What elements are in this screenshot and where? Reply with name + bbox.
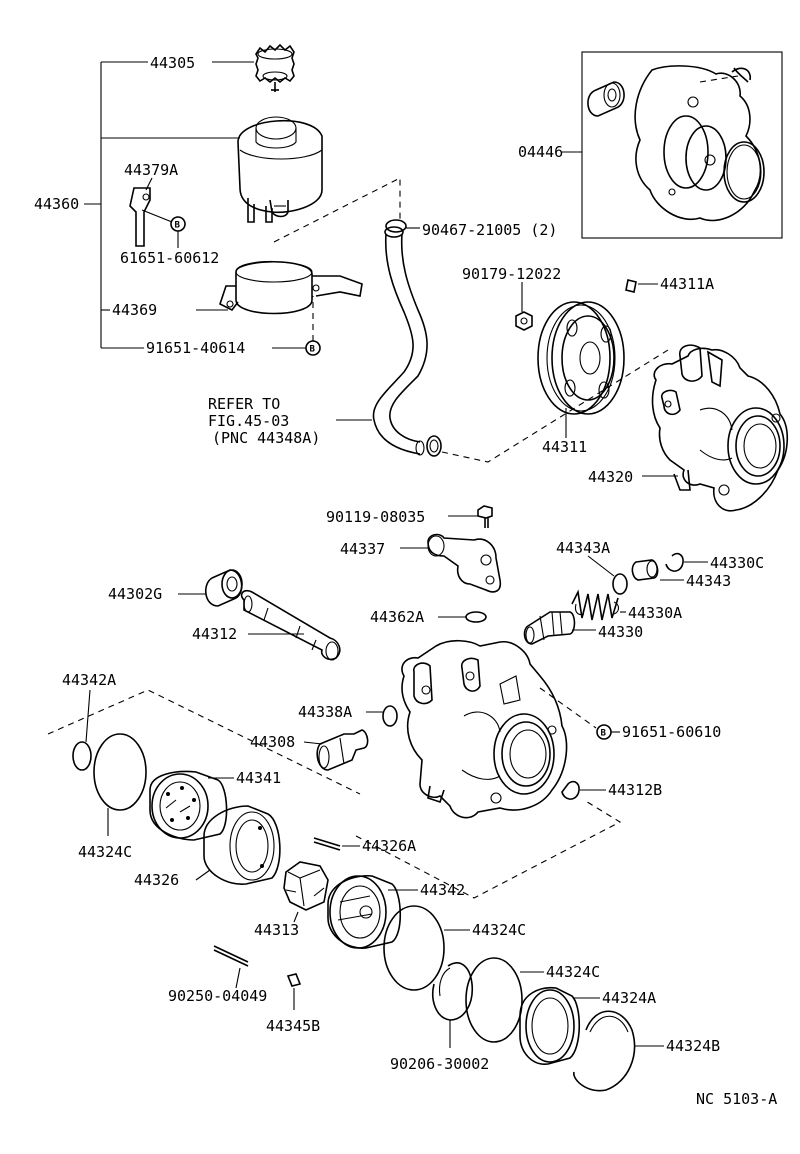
assembly-dashed-outline bbox=[47, 689, 622, 899]
label-44342: 44342 bbox=[420, 881, 465, 899]
label-44343: 44343 bbox=[686, 572, 731, 590]
plug-44343 bbox=[631, 559, 684, 581]
vane-44345B bbox=[286, 973, 302, 1010]
label-44326: 44326 bbox=[134, 871, 179, 889]
reservoir-cap-44305 bbox=[255, 43, 295, 92]
bearing-44302G bbox=[178, 569, 243, 607]
spring-44330A bbox=[571, 589, 626, 621]
cam-ring-44326 bbox=[195, 805, 281, 885]
refer-line-3: (PNC 44348A) bbox=[212, 429, 320, 447]
label-44324C-right: 44324C bbox=[546, 963, 600, 981]
label-91651-60610: 91651-60610 bbox=[622, 723, 721, 741]
svg-text:B: B bbox=[175, 221, 181, 231]
pulley-44311 bbox=[537, 301, 625, 438]
o-ring-44343A bbox=[587, 555, 628, 595]
connection-line-reservoir bbox=[273, 177, 401, 243]
hose-clamp-90467-21005-bottom bbox=[426, 435, 442, 457]
svg-text:B: B bbox=[601, 729, 607, 739]
o-ring-44342A bbox=[72, 689, 92, 771]
snap-ring-44330C bbox=[665, 552, 708, 572]
label-44312: 44312 bbox=[192, 625, 237, 643]
connection-line-housing-bolt bbox=[539, 687, 597, 729]
nut-90179-12022 bbox=[515, 282, 533, 331]
label-44345B: 44345B bbox=[266, 1017, 320, 1035]
hose-clamp-90467-21005-top bbox=[385, 219, 420, 233]
label-44330C: 44330C bbox=[710, 554, 764, 572]
label-44330: 44330 bbox=[598, 623, 643, 641]
label-44312B: 44312B bbox=[608, 781, 662, 799]
bolt-marker-b-1: B bbox=[170, 216, 186, 232]
group-bracket-44360 bbox=[84, 61, 314, 349]
label-44343A: 44343A bbox=[556, 539, 610, 557]
union-44308 bbox=[303, 729, 369, 771]
snap-ring-44324B bbox=[573, 1010, 664, 1092]
label-44362A: 44362A bbox=[370, 608, 424, 626]
o-ring-44362A bbox=[438, 611, 487, 623]
connection-line-hose-pump bbox=[441, 349, 669, 463]
side-plate-44341 bbox=[149, 770, 234, 841]
label-90206-30002: 90206-30002 bbox=[390, 1055, 489, 1073]
label-04446: 04446 bbox=[518, 143, 563, 161]
pump-housing bbox=[401, 639, 568, 819]
label-44311: 44311 bbox=[542, 438, 587, 456]
pin-44326A bbox=[313, 837, 360, 851]
label-44337: 44337 bbox=[340, 540, 385, 558]
label-44324A: 44324A bbox=[602, 989, 656, 1007]
label-90119-08035: 90119-08035 bbox=[326, 508, 425, 526]
o-ring-44324C-left bbox=[93, 733, 147, 836]
label-44320: 44320 bbox=[588, 468, 633, 486]
bolt-90119-08035 bbox=[448, 505, 493, 528]
gasket-kit-box-04446 bbox=[562, 51, 783, 239]
o-ring-44338A bbox=[366, 705, 398, 727]
suction-port-44337 bbox=[400, 533, 502, 593]
label-44360: 44360 bbox=[34, 195, 79, 213]
label-44305: 44305 bbox=[150, 54, 195, 72]
bolt-marker-b-2: B bbox=[305, 340, 321, 356]
label-90467-21005: 90467-21005 (2) bbox=[422, 221, 557, 239]
callout-labels: 44305 44360 44379A 61651-60612 44369 916… bbox=[34, 54, 777, 1108]
o-ring-44324C-right bbox=[465, 957, 544, 1043]
label-44379A: 44379A bbox=[124, 161, 178, 179]
valve-44330 bbox=[523, 611, 596, 645]
label-91651-40614: 91651-40614 bbox=[146, 339, 245, 357]
figure-code: NC 5103-A bbox=[696, 1090, 777, 1108]
refer-line-2: FIG.45-03 bbox=[208, 412, 289, 430]
label-44324C-left: 44324C bbox=[78, 843, 132, 861]
rotor-44313 bbox=[283, 861, 329, 923]
label-44330A: 44330A bbox=[628, 604, 682, 622]
label-44302G: 44302G bbox=[108, 585, 162, 603]
label-44369: 44369 bbox=[112, 301, 157, 319]
label-44324B: 44324B bbox=[666, 1037, 720, 1055]
o-ring-44324C-mid bbox=[383, 905, 470, 991]
label-44342A: 44342A bbox=[62, 671, 116, 689]
snap-ring-44312B bbox=[561, 780, 606, 800]
label-44338A: 44338A bbox=[298, 703, 352, 721]
label-44341: 44341 bbox=[236, 769, 281, 787]
bracket-44379A bbox=[129, 187, 173, 247]
return-hose bbox=[372, 226, 428, 456]
label-44313: 44313 bbox=[254, 921, 299, 939]
clamp-band-44369 bbox=[219, 260, 363, 315]
pump-body-44320 bbox=[642, 344, 789, 512]
label-90179-12022: 90179-12022 bbox=[462, 265, 561, 283]
label-44308: 44308 bbox=[250, 733, 295, 751]
key-44311A bbox=[625, 279, 658, 293]
shaft-44312 bbox=[240, 589, 341, 661]
label-44311A: 44311A bbox=[660, 275, 714, 293]
label-44324C-mid: 44324C bbox=[472, 921, 526, 939]
side-plate-44342 bbox=[327, 874, 418, 949]
pin-90250-04049 bbox=[213, 945, 249, 989]
refer-line-1: REFER TO bbox=[208, 395, 280, 413]
bolt-marker-b-3: B bbox=[596, 724, 620, 740]
label-44326A: 44326A bbox=[362, 837, 416, 855]
reservoir-tank bbox=[237, 116, 323, 223]
svg-text:B: B bbox=[310, 345, 316, 355]
label-90250-04049: 90250-04049 bbox=[168, 987, 267, 1005]
label-61651-60612: 61651-60612 bbox=[120, 249, 219, 267]
end-cover-44324A bbox=[519, 986, 600, 1065]
